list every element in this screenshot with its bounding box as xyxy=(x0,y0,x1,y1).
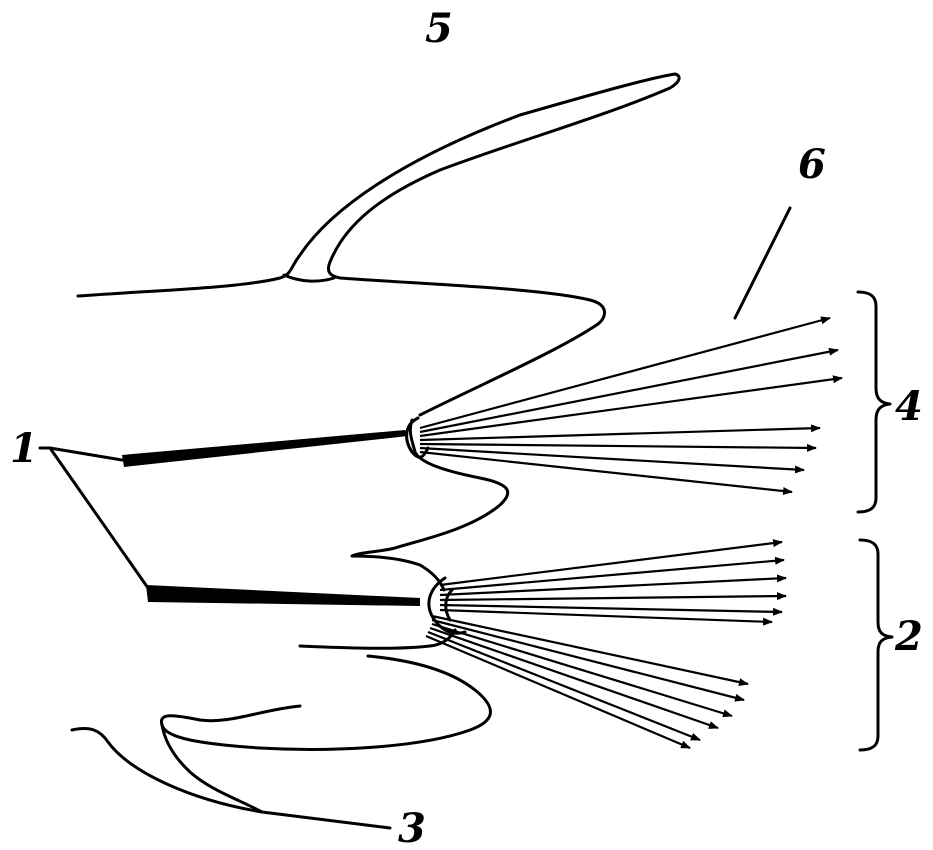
upper-fan-origin xyxy=(405,416,430,459)
ray-fan-2 xyxy=(439,539,787,626)
leader-6 xyxy=(733,206,792,320)
ray xyxy=(439,608,773,626)
ray xyxy=(419,442,817,452)
ray xyxy=(419,424,821,442)
label-3: 3 xyxy=(398,805,426,850)
ray xyxy=(439,592,787,602)
ray xyxy=(419,347,839,434)
ray xyxy=(439,603,783,616)
ray xyxy=(419,316,831,430)
ray xyxy=(425,634,691,750)
ray xyxy=(429,626,719,730)
upper-lobe xyxy=(418,322,600,417)
ray xyxy=(439,574,787,597)
lower-thick-bar xyxy=(146,585,420,606)
ray xyxy=(427,630,701,742)
plate-1 xyxy=(48,446,150,590)
ray xyxy=(439,539,783,587)
label-2: 2 xyxy=(894,613,923,660)
ray xyxy=(419,450,793,496)
label-5: 5 xyxy=(425,5,453,52)
label-1: 1 xyxy=(10,425,38,472)
ray xyxy=(431,618,745,702)
ray-fan-4 xyxy=(419,316,843,496)
bottom-curl-3 xyxy=(70,723,264,814)
ray xyxy=(431,614,749,687)
horn-5-base xyxy=(282,273,336,283)
ray xyxy=(419,375,843,438)
ray xyxy=(431,622,733,718)
upper-thick-bar xyxy=(122,430,408,467)
horn-5 xyxy=(76,72,681,326)
label-6: 6 xyxy=(798,141,826,188)
ray xyxy=(439,556,785,592)
lower-lobe xyxy=(159,628,492,751)
label-4: 4 xyxy=(895,383,923,430)
ray xyxy=(419,446,805,474)
leader-3 xyxy=(260,810,392,830)
ray-fan-2-lower xyxy=(425,614,749,750)
bracket-4 xyxy=(856,290,892,514)
bracket-2 xyxy=(858,538,894,752)
